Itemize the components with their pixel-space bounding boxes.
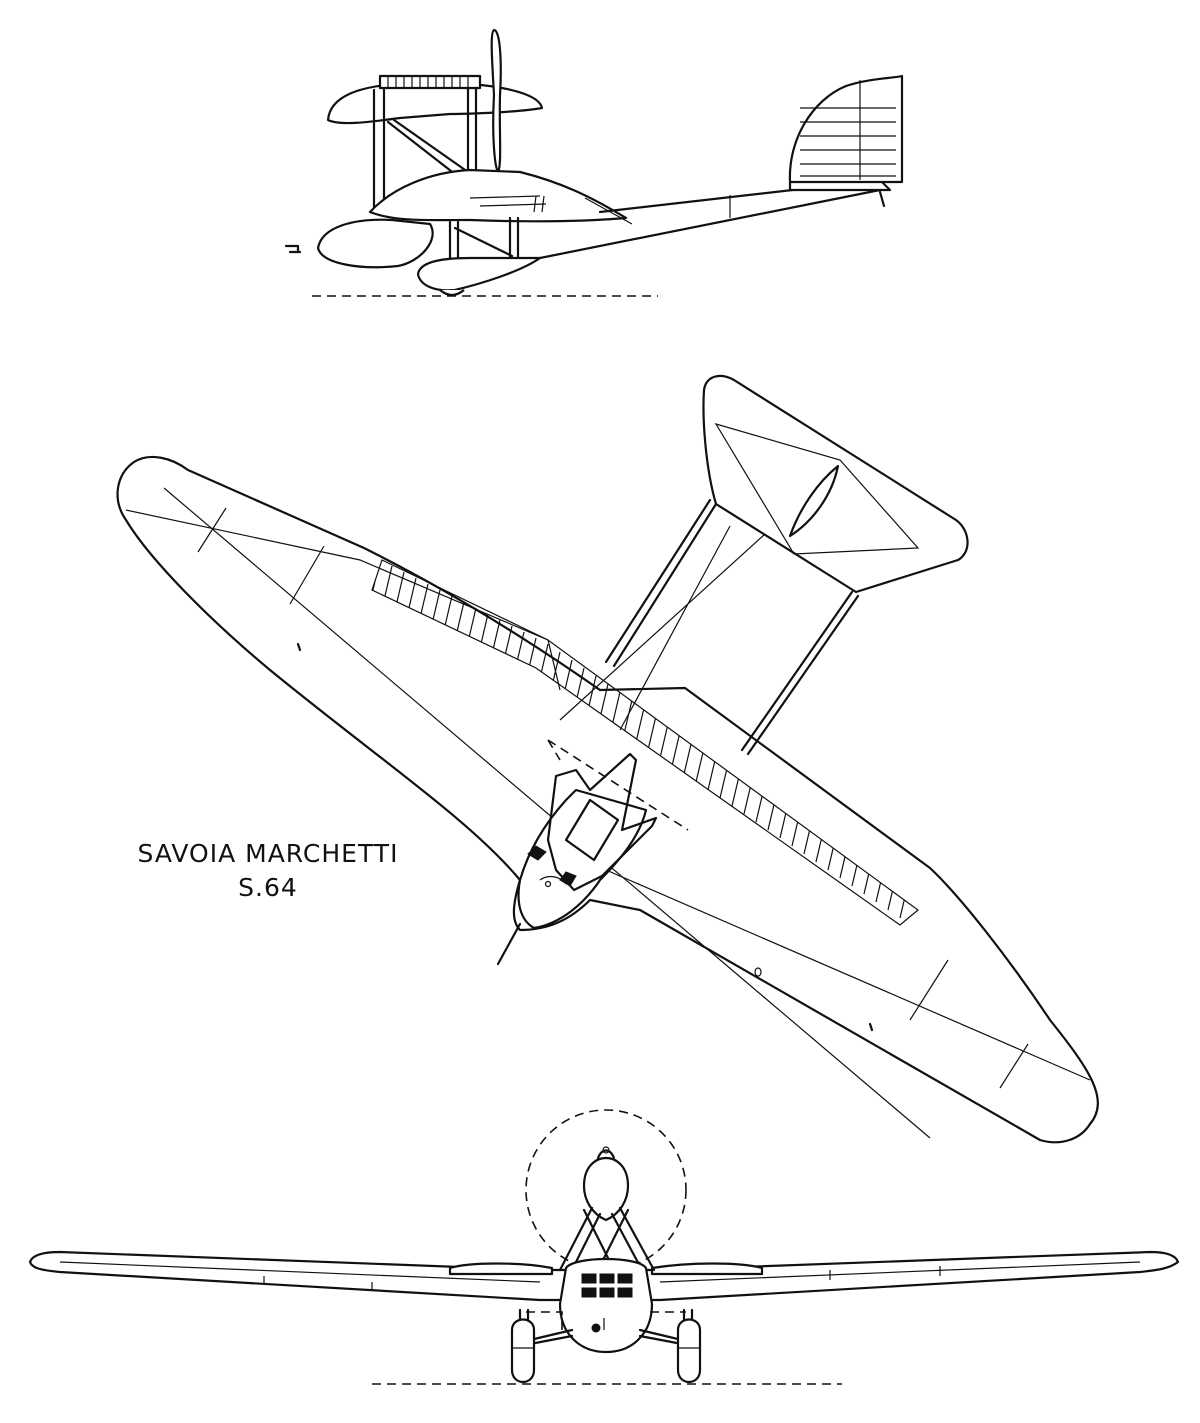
plan-view <box>116 374 1099 1144</box>
side-view <box>284 28 904 297</box>
front-view <box>28 1109 1180 1385</box>
drawing-title: SAVOIA MARCHETTI <box>138 839 399 868</box>
drawing-subtitle: S.64 <box>238 873 298 902</box>
